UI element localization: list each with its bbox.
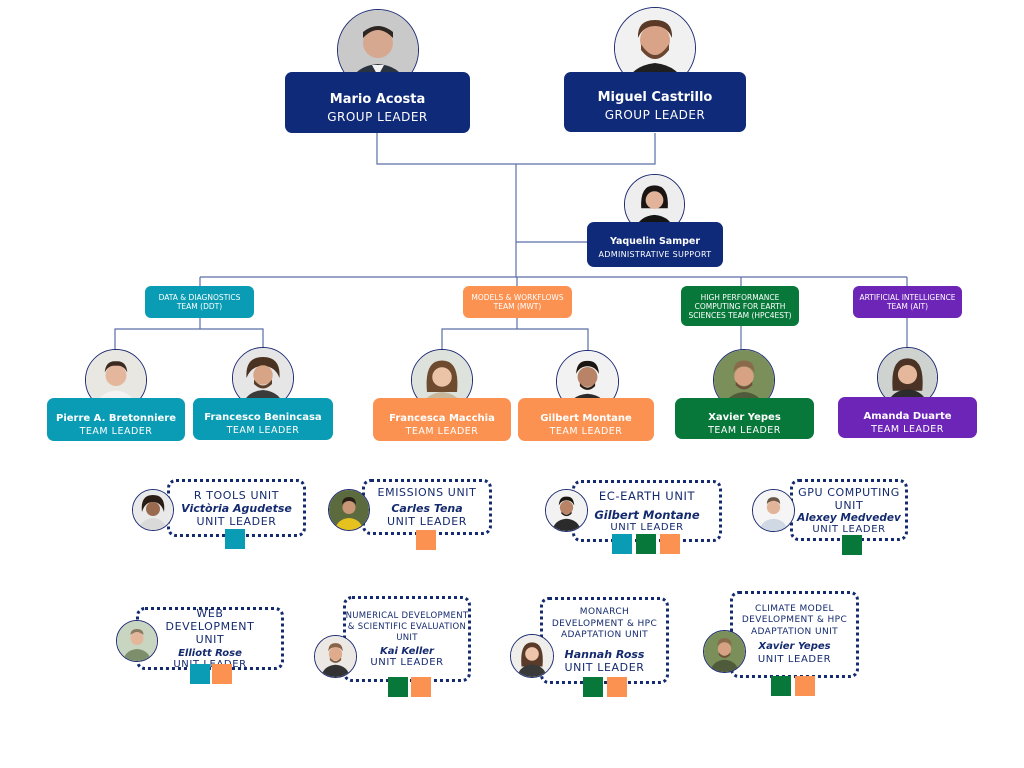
team-marker-hpc4est — [842, 535, 862, 555]
unit-leader-name: Elliott Rose — [178, 648, 242, 659]
team-box-mwt: MODELS & WORKFLOWS TEAM (MWT) — [463, 286, 572, 318]
avatar-kai-keller — [314, 635, 357, 678]
team-marker-mwt — [416, 530, 436, 550]
unit-leader-role: UNIT LEADER — [757, 654, 832, 666]
unit-leader-name: Victòria Agudetse — [181, 501, 292, 515]
unit-leader-role: UNIT LEADER — [370, 656, 444, 668]
unit-box-monarch: MONARCH DEVELOPMENT & HPC ADAPTATION UNI… — [540, 597, 669, 684]
team-leader-card-francesca-macchia: Francesca Macchia TEAM LEADER — [373, 398, 511, 441]
team-leader-card-amanda-duarte: Amanda Duarte TEAM LEADER — [838, 397, 977, 438]
avatar-gilbert-montane-unit — [545, 489, 588, 532]
team-leader-card-xavier-yepes: Xavier Yepes TEAM LEADER — [675, 398, 814, 439]
admin-card-yaquelin-samper: Yaquelin Samper ADMINISTRATIVE SUPPORT — [587, 222, 723, 267]
unit-name: WEB DEVELOPMENT UNIT — [165, 607, 255, 646]
team-leader-role: TEAM LEADER — [871, 423, 944, 435]
team-leader-role: TEAM LEADER — [226, 425, 300, 436]
team-marker-hpc4est — [388, 677, 408, 697]
team-leader-card-gilbert-montane: Gilbert Montane TEAM LEADER — [518, 398, 654, 441]
team-leader-name: Francesco Benincasa — [204, 412, 322, 423]
team-box-hpc4est: HIGH PERFORMANCE COMPUTING FOR EARTH SCI… — [681, 286, 799, 326]
unit-leader-role: UNIT LEADER — [564, 660, 645, 674]
unit-name: MONARCH DEVELOPMENT & HPC ADAPTATION UNI… — [551, 607, 658, 641]
team-leader-name: Pierre A. Bretonniere — [55, 412, 177, 424]
admin-name: Yaquelin Samper — [609, 236, 701, 247]
unit-leader-name: Xavier Yepes — [758, 641, 831, 653]
unit-box-numerical-development: NUMERICAL DEVELOPMENT & SCIENTIFIC EVALU… — [343, 596, 471, 682]
team-box-ddt: DATA & DIAGNOSTICS TEAM (DDT) — [145, 286, 254, 318]
unit-name: R TOOLS UNIT — [193, 488, 280, 502]
unit-name: GPU COMPUTING UNIT — [798, 485, 900, 512]
group-leader-card-miguel-castrillo: Miguel Castrillo GROUP LEADER — [564, 72, 746, 132]
team-leader-role: TEAM LEADER — [79, 425, 153, 437]
team-leader-name: Gilbert Montane — [540, 412, 632, 424]
unit-leader-role: UNIT LEADER — [386, 515, 467, 528]
unit-leader-name: Kai Keller — [380, 645, 434, 657]
unit-leader-name: Alexey Medvedev — [797, 511, 901, 524]
avatar-elliott-rose — [116, 620, 158, 662]
unit-leader-name: Hannah Ross — [564, 647, 645, 661]
group-leader-name: Miguel Castrillo — [597, 90, 713, 105]
team-marker-mwt — [212, 664, 232, 684]
unit-leader-role: UNIT LEADER — [196, 514, 277, 528]
team-box-ait: ARTIFICIAL INTELLIGENCE TEAM (AIT) — [853, 286, 962, 318]
admin-role: ADMINISTRATIVE SUPPORT — [598, 250, 712, 259]
team-marker-ddt — [190, 664, 210, 684]
unit-box-climate-model: CLIMATE MODEL DEVELOPMENT & HPC ADAPTATI… — [730, 591, 859, 678]
team-marker-mwt — [795, 676, 815, 696]
team-leader-role: TEAM LEADER — [549, 425, 623, 437]
unit-leader-role: UNIT LEADER — [173, 659, 247, 670]
avatar-alexey-medvedev — [752, 489, 795, 532]
unit-name: EMISSIONS UNIT — [377, 486, 477, 499]
group-leader-role: GROUP LEADER — [604, 108, 706, 122]
avatar-hannah-ross — [510, 634, 554, 678]
team-leader-name: Francesca Macchia — [389, 412, 495, 424]
team-marker-ddt — [225, 529, 245, 549]
avatar-carles-tena — [328, 489, 370, 531]
unit-box-gpu-computing: GPU COMPUTING UNIT Alexey Medvedev UNIT … — [790, 479, 908, 541]
unit-name: CLIMATE MODEL DEVELOPMENT & HPC ADAPTATI… — [741, 603, 848, 637]
group-leader-card-mario-acosta: Mario Acosta GROUP LEADER — [285, 72, 470, 133]
unit-leader-name: Carles Tena — [391, 502, 463, 515]
team-leader-card-pierre-bretonniere: Pierre A. Bretonniere TEAM LEADER — [47, 398, 185, 441]
team-marker-hpc4est — [636, 534, 656, 554]
unit-leader-role: UNIT LEADER — [812, 523, 886, 535]
team-leader-name: Xavier Yepes — [708, 411, 781, 423]
avatar-victoria-agudetse — [132, 489, 174, 531]
unit-leader-role: UNIT LEADER — [610, 522, 684, 533]
team-leader-role: TEAM LEADER — [708, 424, 781, 436]
unit-name: EC-EARTH UNIT — [598, 489, 696, 503]
unit-box-emissions: EMISSIONS UNIT Carles Tena UNIT LEADER — [362, 479, 492, 535]
team-marker-hpc4est — [771, 676, 791, 696]
team-marker-hpc4est — [583, 677, 603, 697]
group-leader-role: GROUP LEADER — [327, 109, 428, 124]
unit-box-web-development: WEB DEVELOPMENT UNIT Elliott Rose UNIT L… — [136, 607, 284, 670]
team-marker-ddt — [612, 534, 632, 554]
unit-leader-name: Gilbert Montane — [594, 508, 700, 522]
team-leader-role: TEAM LEADER — [405, 425, 479, 437]
team-marker-mwt — [607, 677, 627, 697]
group-leader-name: Mario Acosta — [329, 91, 426, 107]
unit-box-ec-earth: EC-EARTH UNIT Gilbert Montane UNIT LEADE… — [572, 480, 722, 542]
avatar-xavier-yepes-unit — [703, 630, 746, 673]
team-leader-card-francesco-benincasa: Francesco Benincasa TEAM LEADER — [193, 398, 333, 440]
unit-name: NUMERICAL DEVELOPMENT & SCIENTIFIC EVALU… — [345, 610, 469, 643]
team-marker-mwt — [411, 677, 431, 697]
team-marker-mwt — [660, 534, 680, 554]
team-leader-name: Amanda Duarte — [863, 410, 952, 422]
